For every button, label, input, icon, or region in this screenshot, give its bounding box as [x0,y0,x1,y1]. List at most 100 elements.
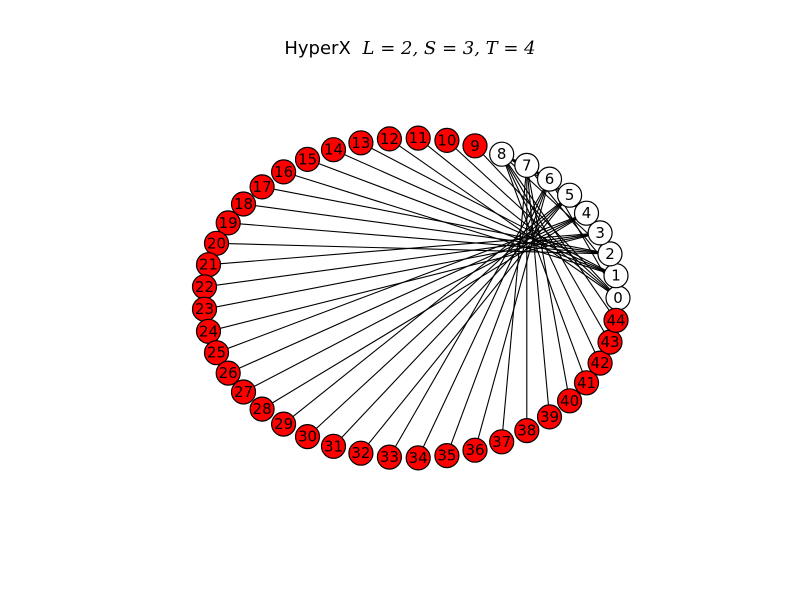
node-label: 19 [219,214,238,232]
terminal-node-circle [294,146,321,172]
node-label: 33 [380,448,399,466]
node-20: 20 [203,230,230,256]
node-0: 0 [605,285,631,311]
node-10: 10 [434,127,460,153]
node-label: 0 [613,289,623,307]
edge-41-8 [501,154,588,383]
edge-39-7 [526,165,551,417]
node-32: 32 [348,440,374,466]
node-label: 8 [497,145,507,163]
edge-13-1 [360,142,617,277]
node-label: 44 [606,311,625,329]
terminal-node-circle [215,210,241,236]
edge-43-8 [501,153,611,343]
node-26: 26 [215,360,241,386]
node-25: 25 [203,340,230,366]
node-19: 19 [215,210,241,236]
node-label: 12 [380,130,399,148]
title-prefix: HyperX [284,38,350,59]
edge-14-1 [333,149,617,277]
terminal-node-circle [462,133,488,159]
node-39: 39 [536,404,563,430]
terminal-node-circle [376,126,402,152]
terminal-node-circle [215,360,241,386]
node-layer: 0123456789101112131415161718192021222324… [191,125,631,471]
node-label: 22 [195,278,214,296]
node-label: 1 [611,267,621,285]
edge-37-7 [501,165,528,442]
switch-node-circle [514,152,540,178]
node-28: 28 [249,396,275,422]
node-label: 14 [324,141,343,159]
node-label: 2 [605,245,615,263]
node-24: 24 [195,318,222,344]
node-27: 27 [230,379,257,405]
node-label: 13 [351,134,370,152]
node-36: 36 [462,437,488,463]
terminal-node-circle [587,350,613,376]
node-label: 38 [517,422,536,440]
terminal-node-circle [348,130,374,156]
node-label: 28 [253,400,272,418]
node-3: 3 [587,220,613,246]
node-16: 16 [271,159,297,185]
node-label: 21 [199,256,218,274]
edge-29-5 [283,194,570,425]
switch-node-circle [489,141,515,167]
node-17: 17 [249,174,275,200]
node-label: 3 [595,224,605,242]
terminal-node-circle [203,340,230,366]
edge-40-7 [526,165,571,401]
node-label: 17 [253,178,272,196]
node-label: 43 [600,333,619,351]
node-8: 8 [489,141,515,167]
node-label: 42 [591,354,610,372]
node-label: 24 [199,322,218,340]
node-label: 41 [577,374,596,392]
terminal-node-circle [434,127,460,153]
node-14: 14 [320,137,347,163]
node-label: 20 [207,234,226,252]
node-23: 23 [191,296,218,322]
node-21: 21 [195,252,222,278]
terminal-node-circle [249,174,275,200]
node-2: 2 [597,241,623,267]
node-label: 23 [195,300,214,318]
diagram-title: HyperX L = 2, S = 3, T = 4 [284,38,535,59]
node-label: 37 [492,433,511,451]
terminal-node-circle [320,433,347,459]
terminal-node-circle [271,411,297,437]
node-31: 31 [320,433,347,459]
node-37: 37 [489,429,515,455]
edge-5-8 [501,153,570,196]
edge-31-5 [333,194,571,447]
terminal-node-circle [489,429,515,455]
node-42: 42 [587,350,613,376]
edge-30-5 [307,194,570,438]
node-label: 34 [409,449,428,467]
edge-42-8 [501,153,601,364]
terminal-node-circle [294,424,321,450]
terminal-node-circle [514,418,540,444]
switch-node-circle [587,220,613,246]
terminal-node-circle [320,137,347,163]
title-math: L = 2, S = 3, T = 4 [362,38,536,59]
terminal-node-circle [249,396,275,422]
node-15: 15 [294,146,321,172]
node-label: 36 [465,441,484,459]
edge-33-6 [388,178,550,458]
edge-11-0 [417,137,619,299]
node-label: 30 [298,428,317,446]
terminal-node-circle [230,191,257,217]
node-11: 11 [405,125,431,151]
edge-44-8 [501,153,617,321]
node-label: 31 [324,437,343,455]
node-label: 10 [437,131,456,149]
edge-12-0 [389,138,619,299]
node-44: 44 [603,307,629,333]
node-40: 40 [556,388,583,414]
node-38: 38 [514,418,540,444]
switch-node-circle [597,241,623,267]
node-label: 4 [582,204,592,222]
